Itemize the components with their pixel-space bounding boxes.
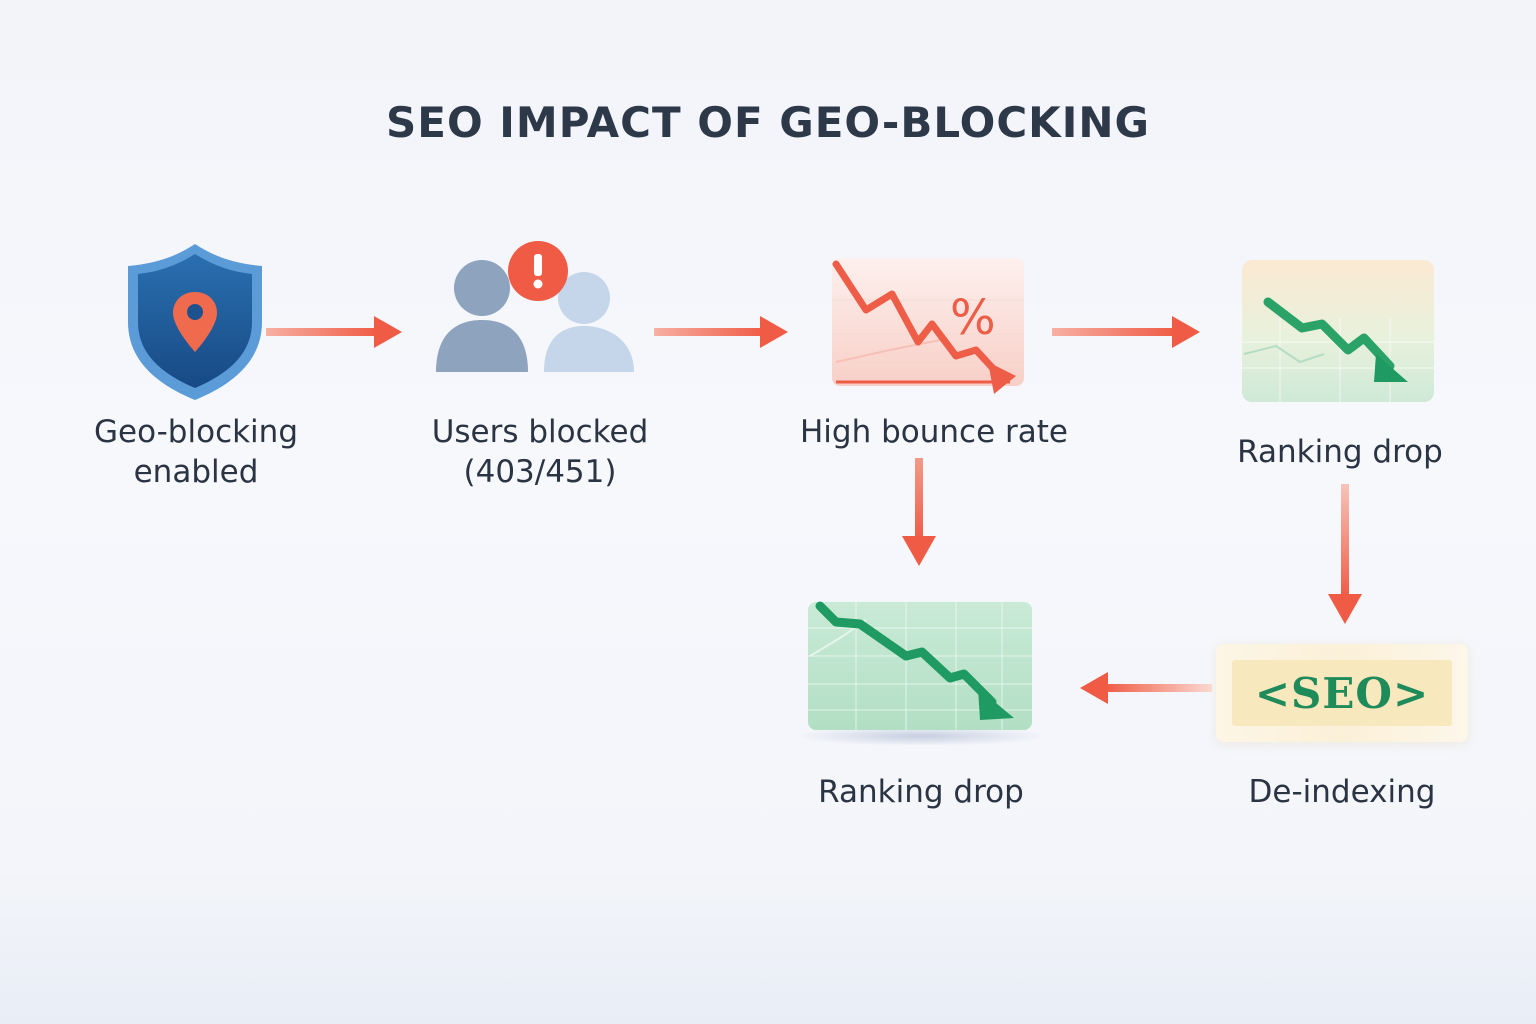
green-falling-chart-icon xyxy=(796,601,1046,746)
seo-tag-text: <SEO> xyxy=(1232,660,1452,726)
node-label: De-indexing xyxy=(1248,774,1436,810)
percent-symbol: % xyxy=(950,290,996,346)
label-line: enabled xyxy=(133,454,259,490)
arrow-down xyxy=(1328,484,1362,624)
node-label: Ranking drop xyxy=(1237,434,1443,470)
arrow-right xyxy=(654,316,788,348)
falling-chart-icon: % xyxy=(832,258,1024,394)
label-line: (403/451) xyxy=(463,454,617,490)
arrow-right xyxy=(266,316,402,348)
label-line: Geo-blocking xyxy=(93,414,298,450)
arrow-down xyxy=(902,458,936,566)
arrow-right xyxy=(1052,316,1200,348)
node-label: High bounce rate xyxy=(800,414,1068,450)
label-line: Users blocked xyxy=(431,414,649,450)
arrow-left xyxy=(1080,672,1212,704)
green-falling-chart-icon xyxy=(1242,260,1434,402)
diagram-title: SEO IMPACT OF GEO-BLOCKING xyxy=(386,98,1150,147)
node-label: Users blocked (403/451) xyxy=(410,412,670,492)
seo-tag-icon: <SEO> xyxy=(1216,644,1468,742)
node-label: Ranking drop xyxy=(818,774,1024,810)
shield-location-icon xyxy=(128,244,262,400)
node-label: Geo-blocking enabled xyxy=(76,412,316,492)
users-alert-icon xyxy=(436,241,634,372)
